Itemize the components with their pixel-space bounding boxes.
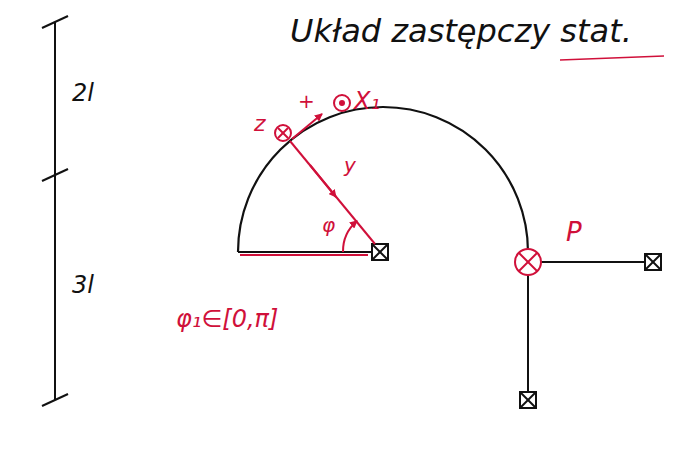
x-axis-arrow bbox=[292, 114, 322, 139]
sign-label: + bbox=[298, 90, 315, 112]
y-axis-arrow bbox=[310, 165, 336, 197]
force-symbol bbox=[515, 249, 541, 275]
axis-label: y bbox=[344, 154, 356, 176]
z-axis-symbol bbox=[275, 125, 291, 141]
dimension-label: 2l bbox=[72, 80, 94, 106]
range-label: φ₁∈[0,π] bbox=[176, 306, 278, 332]
angle-arc bbox=[343, 221, 357, 252]
dimension-line bbox=[42, 16, 68, 406]
dimension-label: 3l bbox=[72, 272, 94, 298]
fixed-support bbox=[372, 244, 661, 408]
red-underline bbox=[240, 254, 368, 256]
redundant-label: X₁ bbox=[354, 88, 380, 114]
bar bbox=[528, 261, 645, 263]
underline bbox=[560, 56, 664, 60]
bar bbox=[238, 251, 372, 253]
title: Układ zastępczy stat. bbox=[290, 14, 632, 49]
moment-symbol bbox=[334, 95, 350, 111]
force-label: P bbox=[566, 218, 582, 247]
radial-line bbox=[290, 141, 375, 244]
arc-bar bbox=[238, 107, 528, 252]
angle-label: φ bbox=[322, 214, 335, 236]
axis-label: z bbox=[254, 112, 266, 136]
